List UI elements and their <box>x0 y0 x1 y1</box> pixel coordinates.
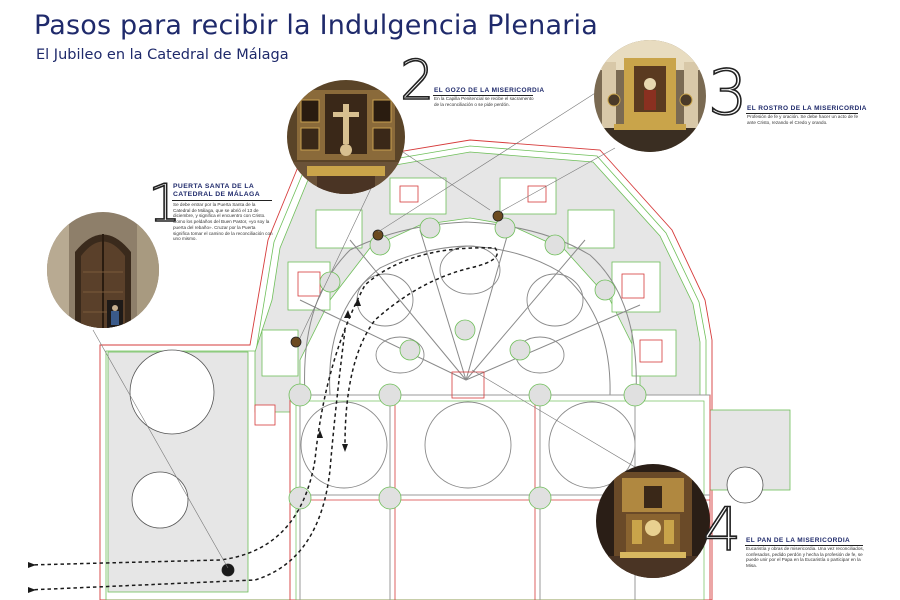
step-2-number: 2 <box>399 49 435 112</box>
pilgrim-route <box>27 247 498 591</box>
route-arrowheads <box>28 298 361 593</box>
apse-circles <box>356 245 584 374</box>
photo-capilla-eucaristia <box>596 464 710 578</box>
step-4-title: EL PAN DE LA MISERICORDIA <box>746 537 851 544</box>
nave-vault-circles <box>300 401 636 489</box>
page-title: Pasos para recibir la Indulgencia Plenar… <box>34 10 598 41</box>
step-3-description: Profesión de fe y oración. Se debe hacer… <box>747 114 859 125</box>
step-2-title: EL GOZO DE LA MISERICORDIA <box>434 87 545 94</box>
page-subtitle: El Jubileo en la Catedral de Málaga <box>36 47 289 63</box>
step-3-number: 3 <box>707 56 748 129</box>
photo-altar-mayor <box>594 40 706 152</box>
photo-capilla-penitencial <box>287 80 405 194</box>
step-3-rule <box>746 113 858 114</box>
step-1-number: 1 <box>147 174 182 234</box>
step-3-title: EL ROSTRO DE LA MISERICORDIA <box>747 105 867 112</box>
photo-puerta-santa <box>47 212 159 328</box>
location-markers <box>221 210 504 577</box>
step-2-rule <box>433 95 533 96</box>
step-1-title-line2: CATEDRAL DE MÁLAGA <box>173 191 260 198</box>
step-1-rule <box>172 200 272 201</box>
step-2-description: En la Capilla Penitencial se recibe el s… <box>434 96 534 107</box>
step-1-description: Se debe entrar por la Puerta Santa de la… <box>173 202 273 242</box>
step-1-title-line1: PUERTA SANTA DE LA <box>173 183 255 190</box>
leader-lines <box>92 89 641 569</box>
step-4-description: Eucaristía y obras de misericordia. Una … <box>746 546 864 569</box>
step-4-number: 4 <box>702 495 742 565</box>
step-4-rule <box>745 545 863 546</box>
